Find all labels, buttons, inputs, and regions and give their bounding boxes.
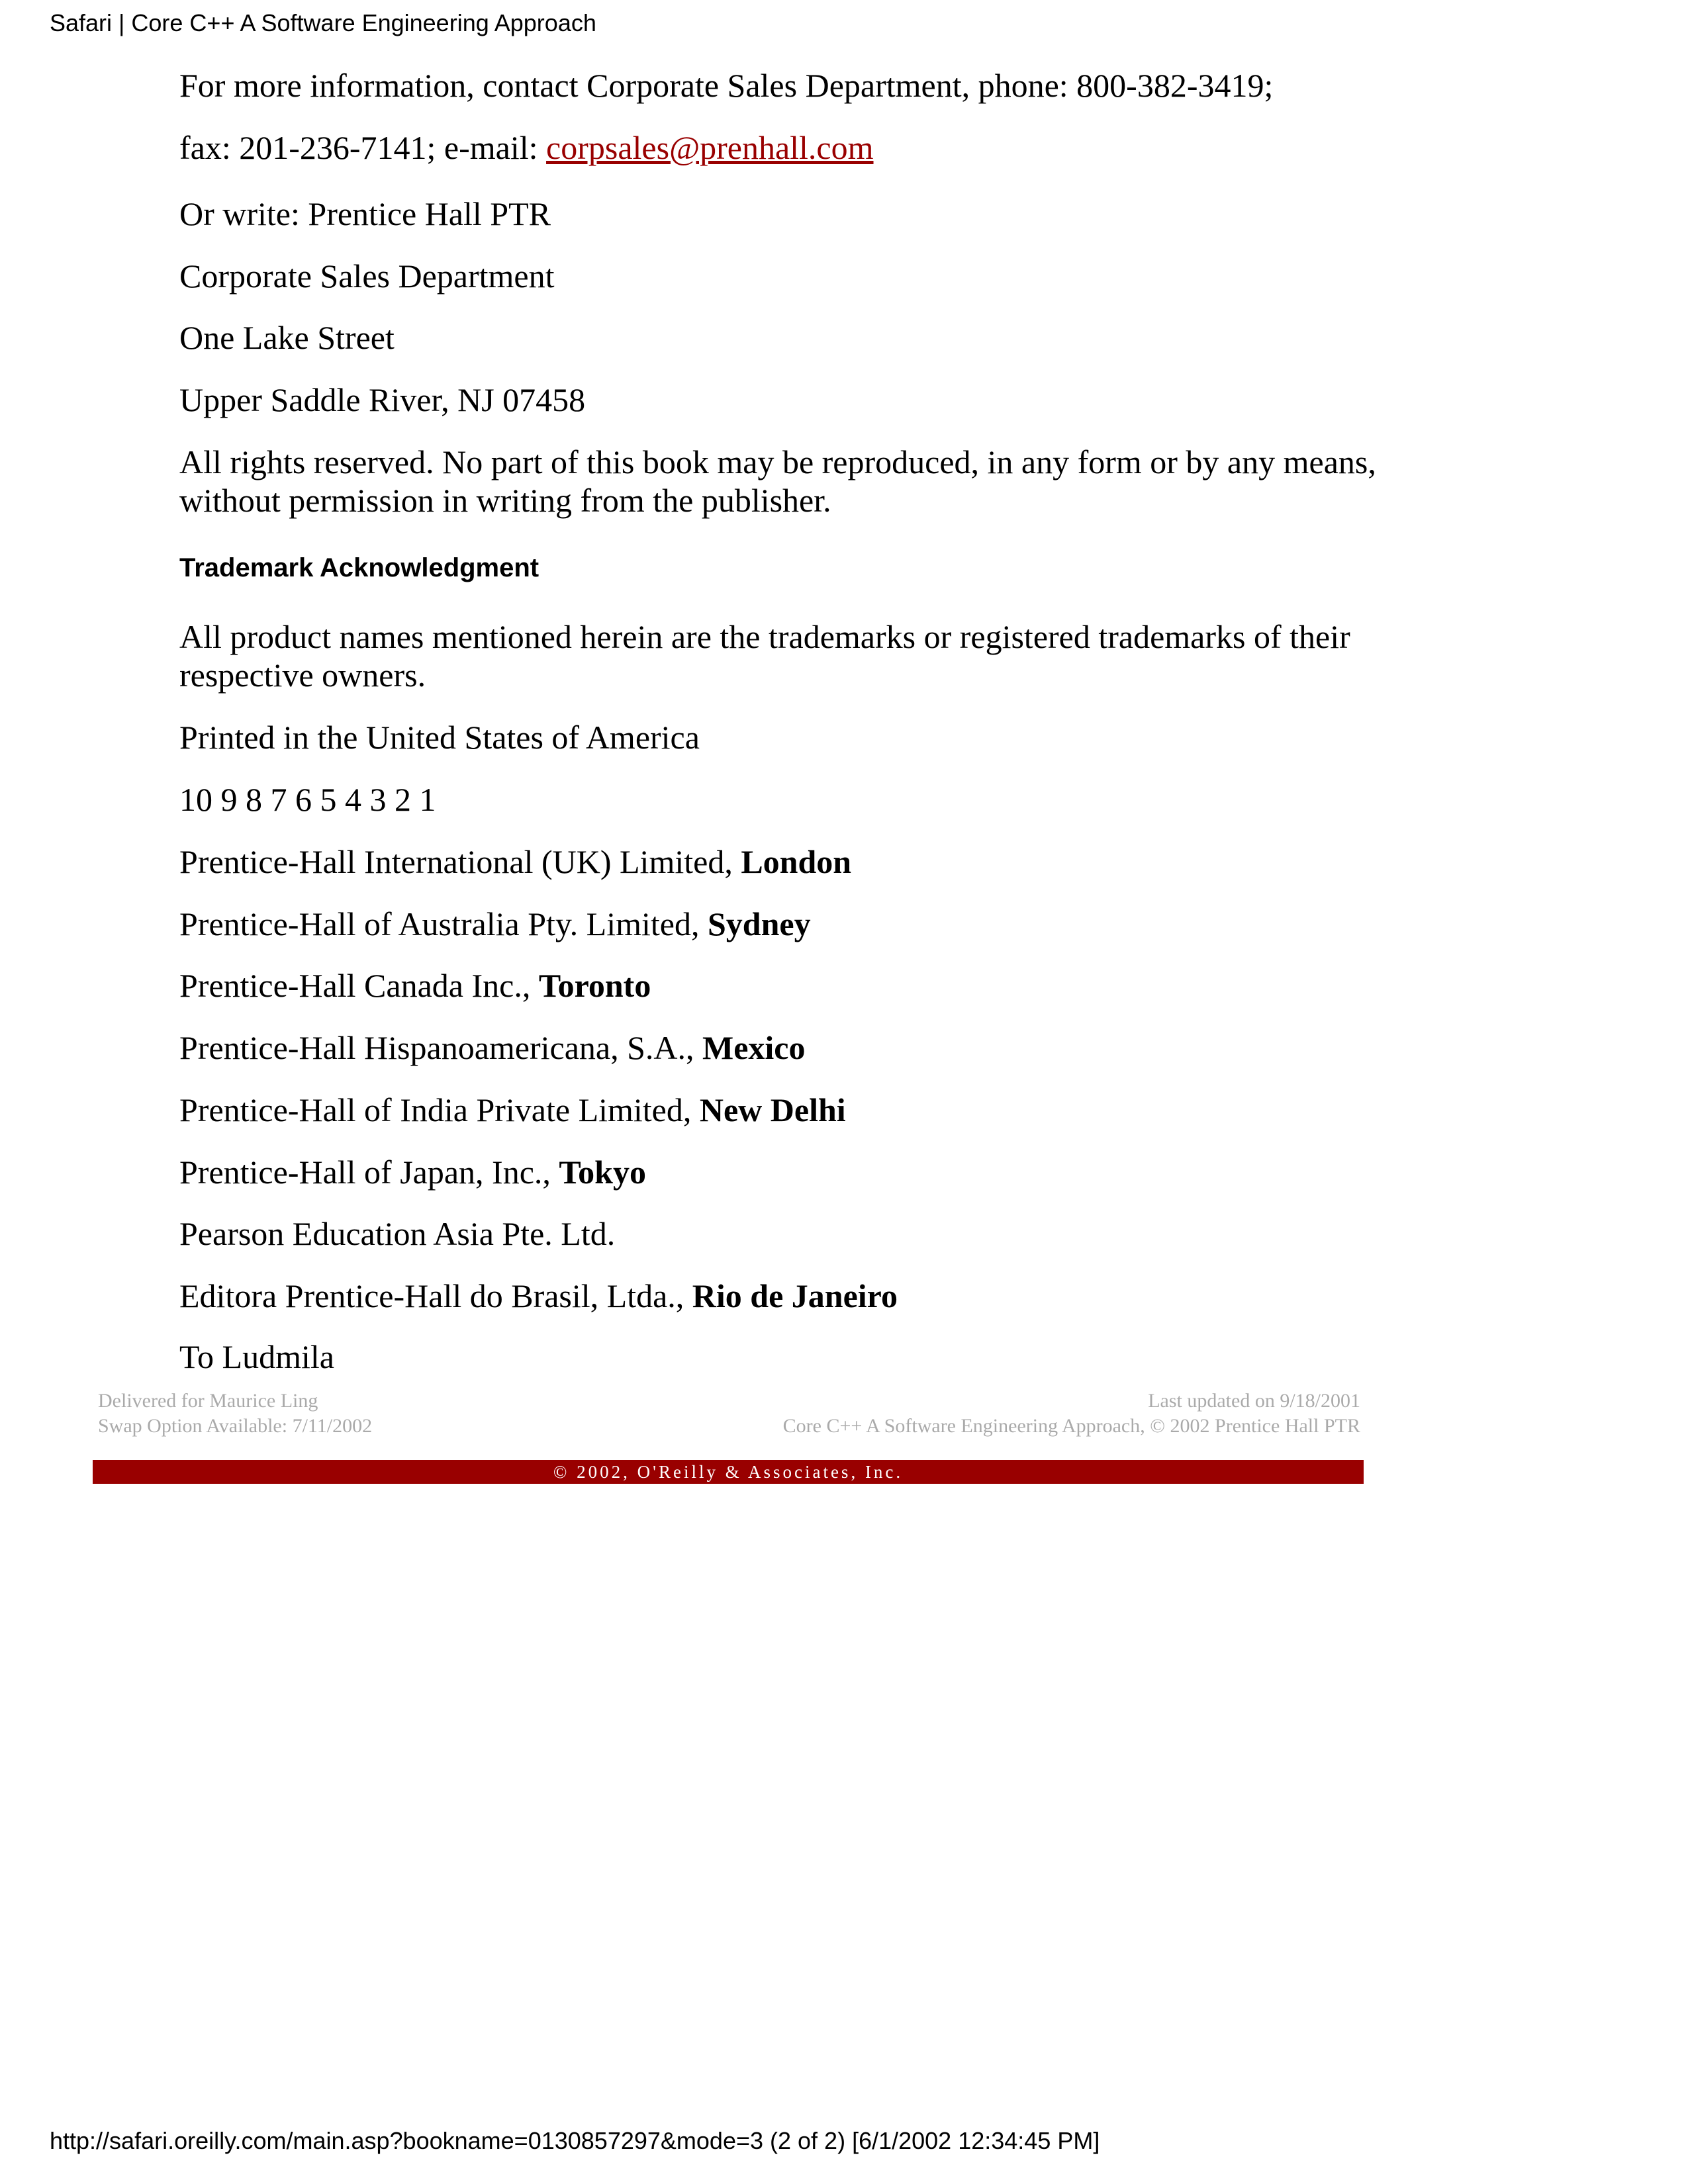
contact-line-2: fax: 201-236-7141; e-mail: corpsales@pre… xyxy=(179,128,874,167)
printed-in: Printed in the United States of America xyxy=(179,719,700,756)
publisher-name: Prentice-Hall of India Private Limited, xyxy=(179,1091,700,1128)
address-line: Corporate Sales Department xyxy=(179,257,555,295)
publisher-city: New Delhi xyxy=(699,1091,846,1128)
publisher-name: Prentice-Hall of Australia Pty. Limited, xyxy=(179,905,708,942)
publisher-name: Prentice-Hall Hispanoamericana, S.A., xyxy=(179,1029,703,1066)
book-copyright: Core C++ A Software Engineering Approach… xyxy=(782,1415,1360,1437)
publisher-name: Prentice-Hall Canada Inc., xyxy=(179,967,539,1004)
fax-text: fax: 201-236-7141; e-mail: xyxy=(179,129,547,166)
publisher-city: Sydney xyxy=(707,905,811,942)
email-link[interactable]: corpsales@prenhall.com xyxy=(546,129,874,166)
publisher-name: Prentice-Hall of Japan, Inc., xyxy=(179,1154,559,1191)
rights-notice: All rights reserved. No part of this boo… xyxy=(179,443,1376,520)
contact-line-1: For more information, contact Corporate … xyxy=(179,67,1274,104)
publisher-name: Prentice-Hall International (UK) Limited… xyxy=(179,843,741,880)
publisher-line: Prentice-Hall International (UK) Limited… xyxy=(179,842,851,881)
publisher-city: Rio de Janeiro xyxy=(692,1277,898,1314)
copyright-bar: © 2002, O'Reilly & Associates, Inc. xyxy=(93,1460,1364,1484)
publisher-line: Prentice-Hall Canada Inc., Toronto xyxy=(179,966,651,1005)
publisher-city: Toronto xyxy=(538,967,651,1004)
rights-line-2: without permission in writing from the p… xyxy=(179,482,831,519)
publisher-city: Mexico xyxy=(702,1029,806,1066)
trademark-line-1: All product names mentioned herein are t… xyxy=(179,618,1350,655)
page-header-title: Safari | Core C++ A Software Engineering… xyxy=(50,9,596,36)
publisher-line: Prentice-Hall of Australia Pty. Limited,… xyxy=(179,905,811,943)
print-run: 10 9 8 7 6 5 4 3 2 1 xyxy=(179,781,436,818)
trademark-notice: All product names mentioned herein are t… xyxy=(179,617,1350,694)
trademark-line-2: respective owners. xyxy=(179,657,426,694)
swap-option: Swap Option Available: 7/11/2002 xyxy=(98,1415,373,1437)
delivered-for: Delivered for Maurice Ling xyxy=(98,1390,318,1412)
trademark-heading: Trademark Acknowledgment xyxy=(179,553,539,582)
publisher-city: Tokyo xyxy=(559,1154,646,1191)
publisher-city: London xyxy=(741,843,852,880)
publisher-line: Prentice-Hall of Japan, Inc., Tokyo xyxy=(179,1153,646,1191)
publisher-name: Pearson Education Asia Pte. Ltd. xyxy=(179,1215,616,1252)
publisher-line: Prentice-Hall Hispanoamericana, S.A., Me… xyxy=(179,1028,805,1067)
dedication: To Ludmila xyxy=(179,1338,334,1375)
publisher-line: Editora Prentice-Hall do Brasil, Ltda., … xyxy=(179,1277,898,1315)
publisher-line: Prentice-Hall of India Private Limited, … xyxy=(179,1091,846,1129)
publisher-name: Editora Prentice-Hall do Brasil, Ltda., xyxy=(179,1277,692,1314)
rights-line-1: All rights reserved. No part of this boo… xyxy=(179,443,1376,480)
publisher-line: Pearson Education Asia Pte. Ltd. xyxy=(179,1214,615,1253)
address-line: Upper Saddle River, NJ 07458 xyxy=(179,381,586,418)
address-line: Or write: Prentice Hall PTR xyxy=(179,195,551,232)
address-line: One Lake Street xyxy=(179,319,395,356)
last-updated: Last updated on 9/18/2001 xyxy=(1148,1390,1360,1412)
page-url-footer: http://safari.oreilly.com/main.asp?bookn… xyxy=(50,2127,1100,2154)
